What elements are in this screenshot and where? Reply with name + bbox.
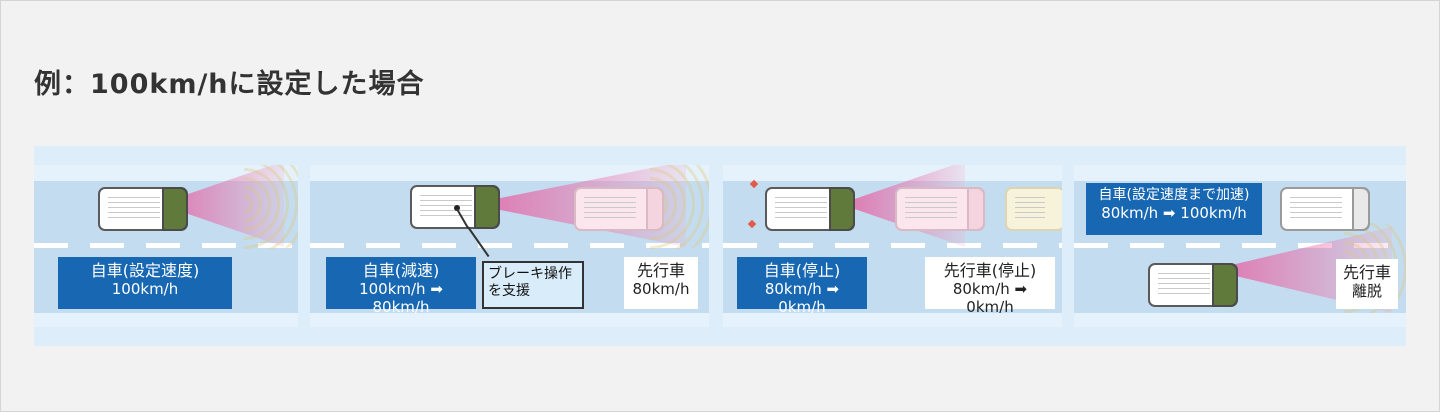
lead-car-label: 先行車 80km/h (624, 257, 698, 309)
own-car (98, 187, 188, 231)
example-heading: 例：100km/hに設定した場合 (34, 69, 425, 100)
own-car-title: 自車(停止) (763, 261, 841, 280)
own-car-label: 自車(停止) 80km/h ➡ 0km/h (737, 257, 867, 316)
own-car-speed: 80km/h ➡ 0km/h (764, 280, 840, 317)
assist-line-1: ブレーキ操作 (488, 266, 572, 282)
own-car-speed: 100km/h ➡ 80km/h (359, 280, 443, 317)
lane-marking (310, 243, 709, 248)
own-car (1148, 263, 1238, 307)
lead-car-speed: 80km/h (632, 280, 690, 299)
panel-cruise: 自車(設定速度) 100km/h (34, 165, 298, 327)
lead-car-title: 先行車 (636, 261, 685, 280)
lead-car (895, 187, 985, 231)
lane-marking (1074, 243, 1406, 248)
brake-pointer-dot (454, 205, 460, 211)
own-car-label: 自車(設定速度まで加速) 80km/h ➡ 100km/h (1086, 183, 1262, 235)
lane-marking (723, 243, 1062, 248)
panel-decelerate: 自車(減速) 100km/h ➡ 80km/h ブレーキ操作 を支援 先行車 8… (310, 165, 709, 327)
own-car-title: 自車(設定速度まで加速) (1098, 187, 1250, 203)
lead-car-status: 離脱 (1351, 282, 1382, 301)
own-car-speed: 100km/h (111, 280, 179, 299)
lead-car-title: 先行車 (1342, 263, 1391, 282)
own-car-title: 自車(減速) (362, 261, 440, 280)
lead-car-speed: 80km/h ➡ 0km/h (952, 280, 1028, 317)
lead-car-label: 先行車 離脱 (1336, 259, 1398, 309)
lead-car (574, 187, 664, 231)
own-car (765, 187, 855, 231)
brake-spark-icon (749, 179, 759, 189)
brake-spark-icon (747, 219, 757, 229)
brake-pointer-line (467, 226, 490, 258)
own-car (410, 185, 500, 229)
own-car-title: 自車(設定速度) (90, 261, 200, 280)
panel-accelerate: 自車(設定速度まで加速) 80km/h ➡ 100km/h 先行車 離脱 (1074, 165, 1406, 327)
assist-line-2: を支援 (488, 282, 530, 299)
panel-stop: 自車(停止) 80km/h ➡ 0km/h 先行車(停止) 80km/h ➡ 0… (723, 165, 1062, 327)
lane-marking (34, 243, 298, 248)
own-car-label: 自車(設定速度) 100km/h (58, 257, 232, 309)
lead-car (1280, 187, 1370, 231)
lead-car-label: 先行車(停止) 80km/h ➡ 0km/h (925, 257, 1055, 316)
lead-car-title: 先行車(停止) (943, 261, 1037, 280)
brake-assist-callout: ブレーキ操作 を支援 (482, 261, 584, 309)
radar-arcs (244, 165, 298, 249)
own-car-speed: 80km/h ➡ 100km/h (1101, 203, 1247, 222)
lead-car-ghost (1005, 187, 1062, 231)
own-car-label: 自車(減速) 100km/h ➡ 80km/h (326, 257, 476, 316)
